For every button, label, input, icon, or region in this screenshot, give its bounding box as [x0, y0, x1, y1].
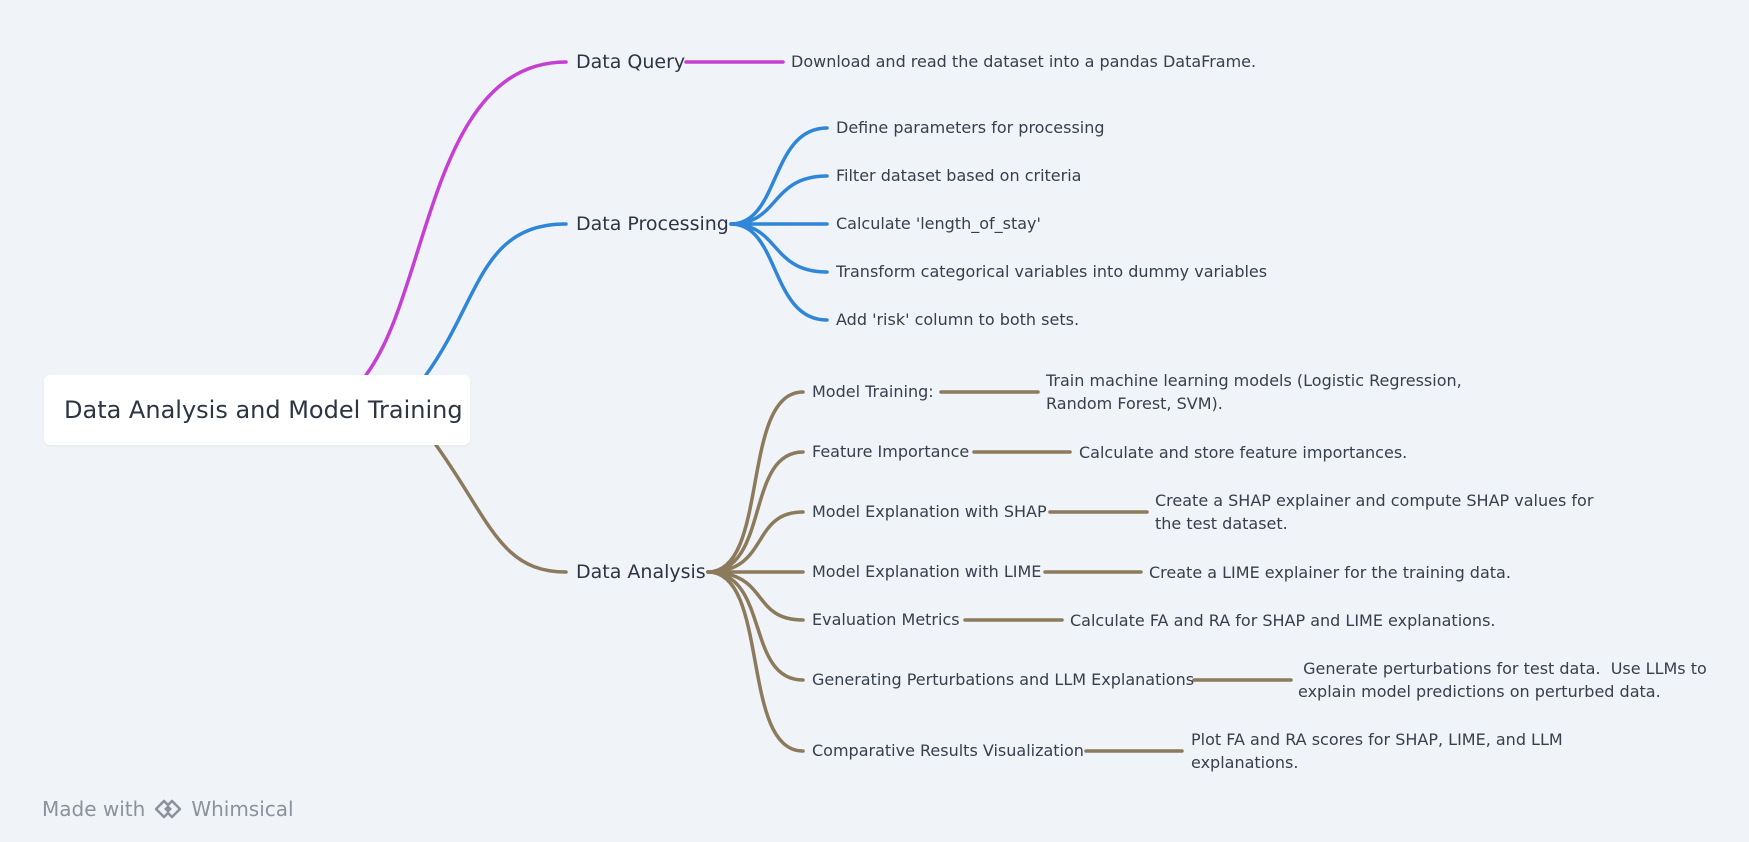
- leaf-line: Create a LIME explainer for the training…: [1149, 563, 1511, 582]
- connector-root-processing: [424, 222, 568, 377]
- root-label: Data Analysis and Model Training: [64, 396, 463, 424]
- connector-analysis-7: [706, 570, 805, 753]
- analysis-child-evaluation[interactable]: Evaluation Metrics: [812, 610, 960, 629]
- leaf-line: Calculate and store feature importances.: [1079, 443, 1408, 462]
- connector-analysis-1: [706, 390, 805, 574]
- processing-child-5[interactable]: Add 'risk' column to both sets.: [836, 310, 1080, 329]
- leaf-perturbations[interactable]: Generate perturbations for test data. Us…: [1298, 657, 1707, 703]
- leaf-lime[interactable]: Create a LIME explainer for the training…: [1149, 561, 1511, 584]
- connector-processing-5: [729, 222, 829, 322]
- processing-child-4[interactable]: Transform categorical variables into dum…: [836, 262, 1268, 281]
- analysis-child-perturbations[interactable]: Generating Perturbations and LLM Explana…: [812, 670, 1195, 689]
- footer-brand: Whimsical: [191, 797, 294, 821]
- branch-data-analysis[interactable]: Data Analysis: [576, 561, 706, 583]
- made-with-footer[interactable]: Made with Whimsical: [42, 797, 294, 821]
- leaf-shap[interactable]: Create a SHAP explainer and compute SHAP…: [1155, 489, 1593, 535]
- leaf-line: explain model predictions on perturbed d…: [1298, 682, 1661, 701]
- connector-analysis-3: [706, 510, 805, 574]
- leaf-line: the test dataset.: [1155, 514, 1288, 533]
- analysis-child-visualization[interactable]: Comparative Results Visualization: [812, 741, 1084, 760]
- connector-analysis-2: [706, 450, 805, 574]
- analysis-child-lime[interactable]: Model Explanation with LIME: [812, 562, 1042, 581]
- branch-data-processing[interactable]: Data Processing: [576, 213, 729, 235]
- leaf-evaluation[interactable]: Calculate FA and RA for SHAP and LIME ex…: [1070, 609, 1496, 632]
- connector-analysis-5: [706, 570, 805, 622]
- connector-processing-1: [729, 126, 829, 226]
- connector-processing-2: [729, 174, 829, 226]
- connector-root-analysis: [434, 443, 568, 574]
- branch-data-query[interactable]: Data Query: [576, 51, 686, 73]
- analysis-child-model-training[interactable]: Model Training:: [812, 382, 934, 401]
- whimsical-logo-icon: [153, 798, 183, 820]
- processing-child-2[interactable]: Filter dataset based on criteria: [836, 166, 1082, 185]
- leaf-line: explanations.: [1191, 753, 1299, 772]
- processing-child-1[interactable]: Define parameters for processing: [836, 118, 1105, 137]
- leaf-feature-importance[interactable]: Calculate and store feature importances.: [1079, 441, 1407, 464]
- leaf-line: Calculate FA and RA for SHAP and LIME ex…: [1070, 611, 1496, 630]
- connector-analysis-6: [706, 570, 805, 682]
- connector-processing-4: [729, 222, 829, 274]
- leaf-model-training[interactable]: Train machine learning models (Logistic …: [1046, 369, 1462, 415]
- leaf-line: Random Forest, SVM).: [1046, 394, 1223, 413]
- processing-child-3[interactable]: Calculate 'length_of_stay': [836, 214, 1041, 233]
- query-child-1[interactable]: Download and read the dataset into a pan…: [791, 52, 1257, 71]
- analysis-child-feature-importance[interactable]: Feature Importance: [812, 442, 970, 461]
- leaf-visualization[interactable]: Plot FA and RA scores for SHAP, LIME, an…: [1191, 728, 1563, 774]
- leaf-line: Train machine learning models (Logistic …: [1046, 371, 1462, 390]
- root-node[interactable]: Data Analysis and Model Training: [44, 375, 470, 445]
- leaf-line: Plot FA and RA scores for SHAP, LIME, an…: [1191, 730, 1563, 749]
- analysis-child-shap[interactable]: Model Explanation with SHAP: [812, 502, 1047, 521]
- connector-root-query: [364, 60, 568, 377]
- footer-prefix: Made with: [42, 797, 146, 821]
- leaf-line: Generate perturbations for test data. Us…: [1298, 659, 1707, 678]
- leaf-line: Create a SHAP explainer and compute SHAP…: [1155, 491, 1594, 510]
